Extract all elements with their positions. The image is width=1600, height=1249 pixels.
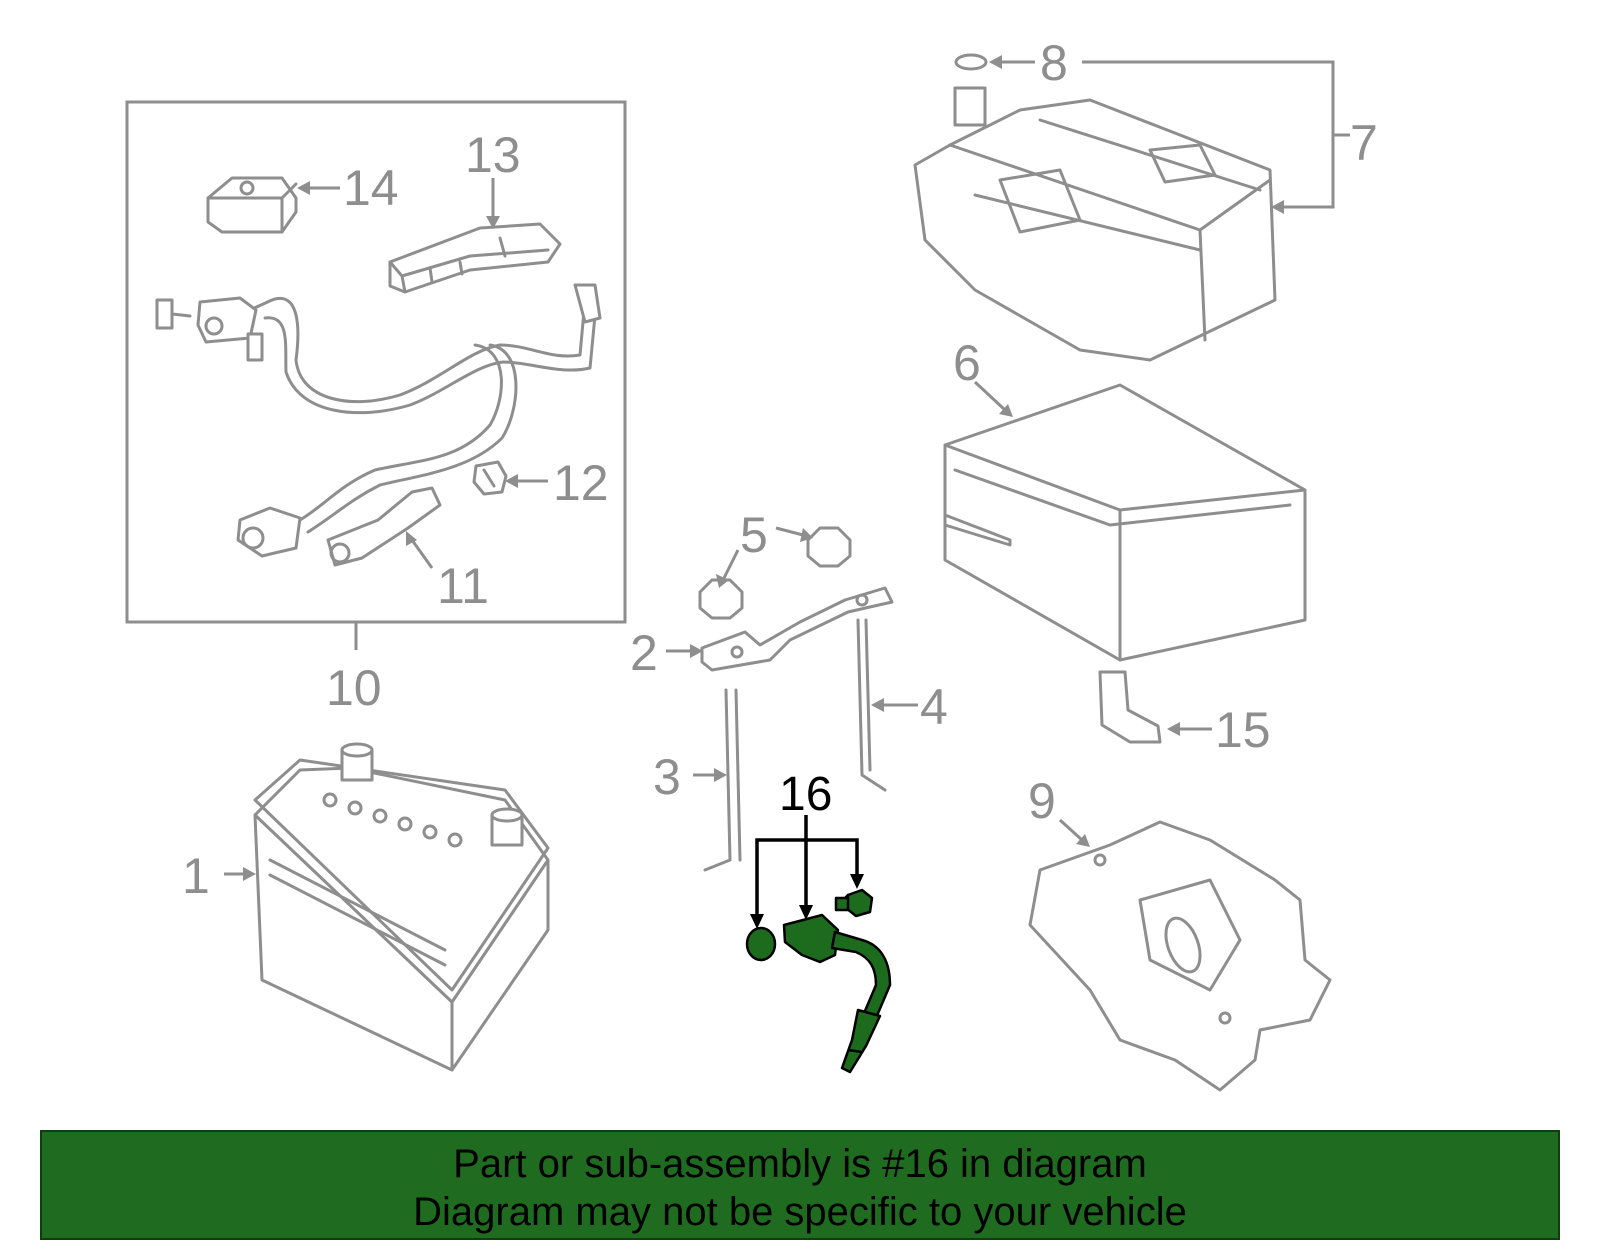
parts-diagram: 1 2 3 4 5 6 7 8 9 10 11 12 13 14 15 16	[125, 35, 1378, 1092]
callout-5: 5	[740, 507, 768, 563]
banner-line-2: Diagram may not be specific to your vehi…	[413, 1190, 1187, 1234]
highlighted-ground-cable-part	[745, 888, 892, 1074]
callout-16: 16	[779, 768, 832, 821]
callout-9: 9	[1028, 773, 1056, 829]
tray-bracket-part	[1098, 670, 1162, 744]
callout-4: 4	[920, 679, 948, 735]
callout-2: 2	[630, 625, 658, 681]
callout-3: 3	[653, 749, 681, 805]
leader-lines	[224, 55, 1350, 929]
washer-part	[954, 53, 988, 71]
battery-part	[253, 742, 550, 1072]
callout-1: 1	[182, 848, 210, 904]
hold-down-bracket-part	[700, 586, 894, 672]
terminal-cover-part	[206, 176, 298, 234]
callout-13: 13	[465, 127, 521, 183]
callout-labels: 1 2 3 4 5 6 7 8 9 10 11 12 13 14 15 16	[182, 35, 1378, 904]
callout-12: 12	[553, 455, 609, 511]
battery-box-upper-part	[913, 86, 1277, 362]
callout-10: 10	[326, 660, 382, 716]
hold-down-rod-part	[703, 688, 742, 872]
hold-down-rod-part-2	[856, 618, 887, 792]
base-plate-part	[1028, 820, 1332, 1092]
cable-assembly-group	[125, 100, 627, 624]
main-cable-part	[248, 296, 587, 403]
part-info-banner: Part or sub-assembly is #16 in diagram D…	[40, 1130, 1560, 1240]
banner-line-1: Part or sub-assembly is #16 in diagram	[453, 1142, 1147, 1186]
callout-14: 14	[343, 160, 399, 216]
callout-8: 8	[1040, 35, 1068, 91]
callout-6: 6	[953, 335, 981, 391]
callout-15: 15	[1215, 702, 1271, 758]
callout-11: 11	[437, 558, 489, 614]
callout-7: 7	[1350, 115, 1378, 171]
